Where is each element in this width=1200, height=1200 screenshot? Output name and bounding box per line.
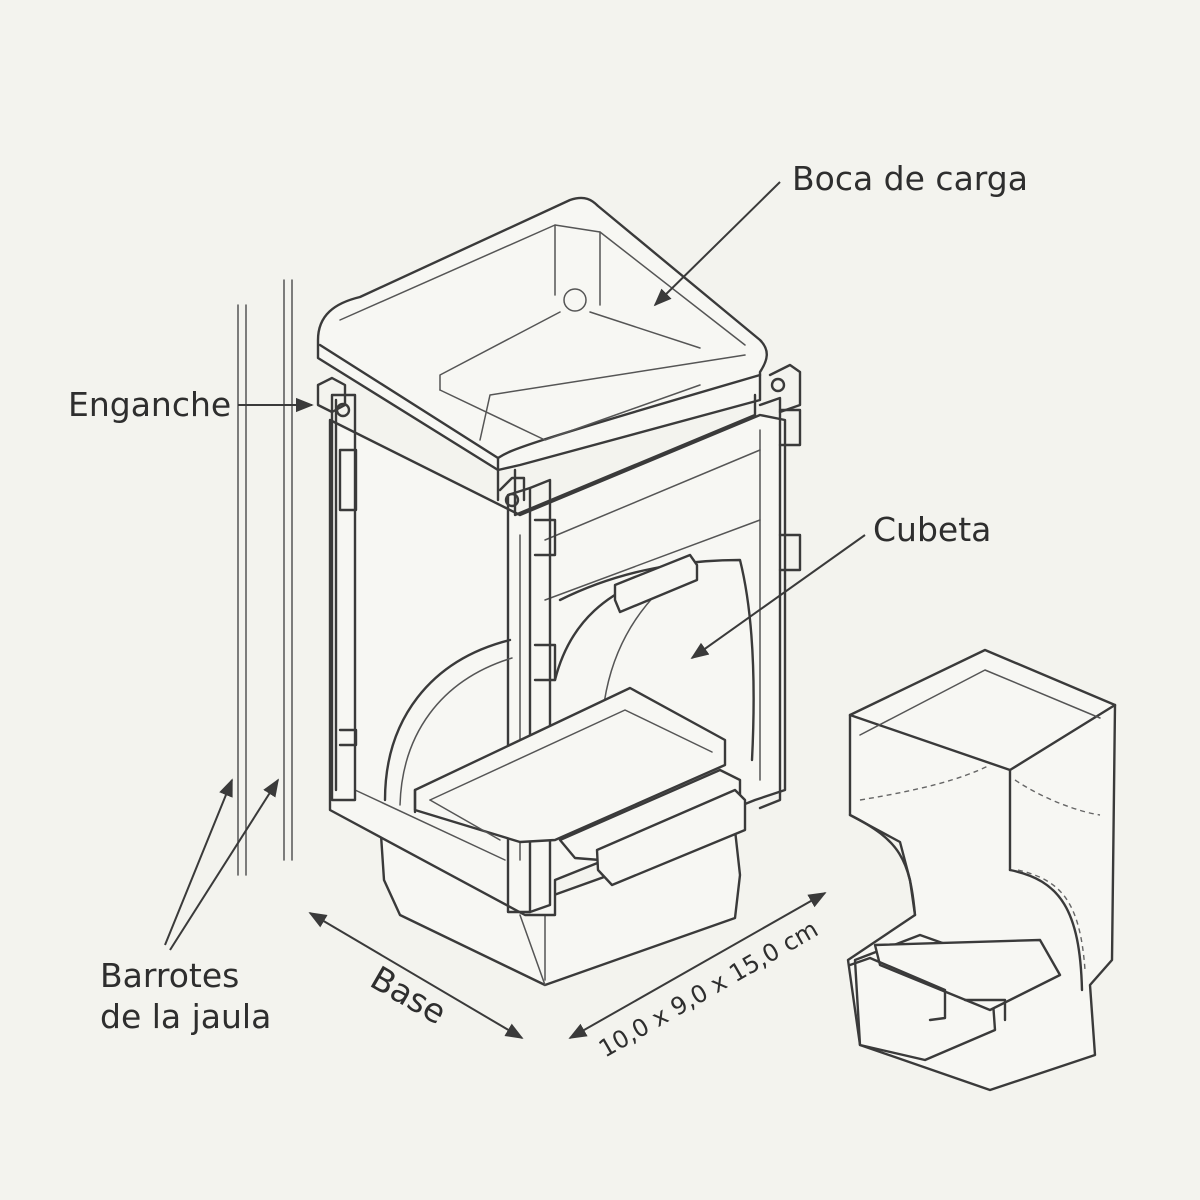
label-cage-bars-line1: Barrotes (100, 956, 239, 995)
tray-detail (846, 648, 1117, 1092)
lid (316, 196, 768, 472)
feeder-main (316, 196, 802, 987)
label-cage-bars-line2: de la jaula (100, 997, 271, 1036)
leader-arrows (164, 181, 866, 1039)
label-base: Base (364, 958, 453, 1032)
label-tray: Cubeta (873, 510, 991, 549)
label-hook: Enganche (68, 385, 231, 424)
cage-bars (237, 279, 293, 876)
label-loading-mouth: Boca de carga (792, 159, 1028, 198)
